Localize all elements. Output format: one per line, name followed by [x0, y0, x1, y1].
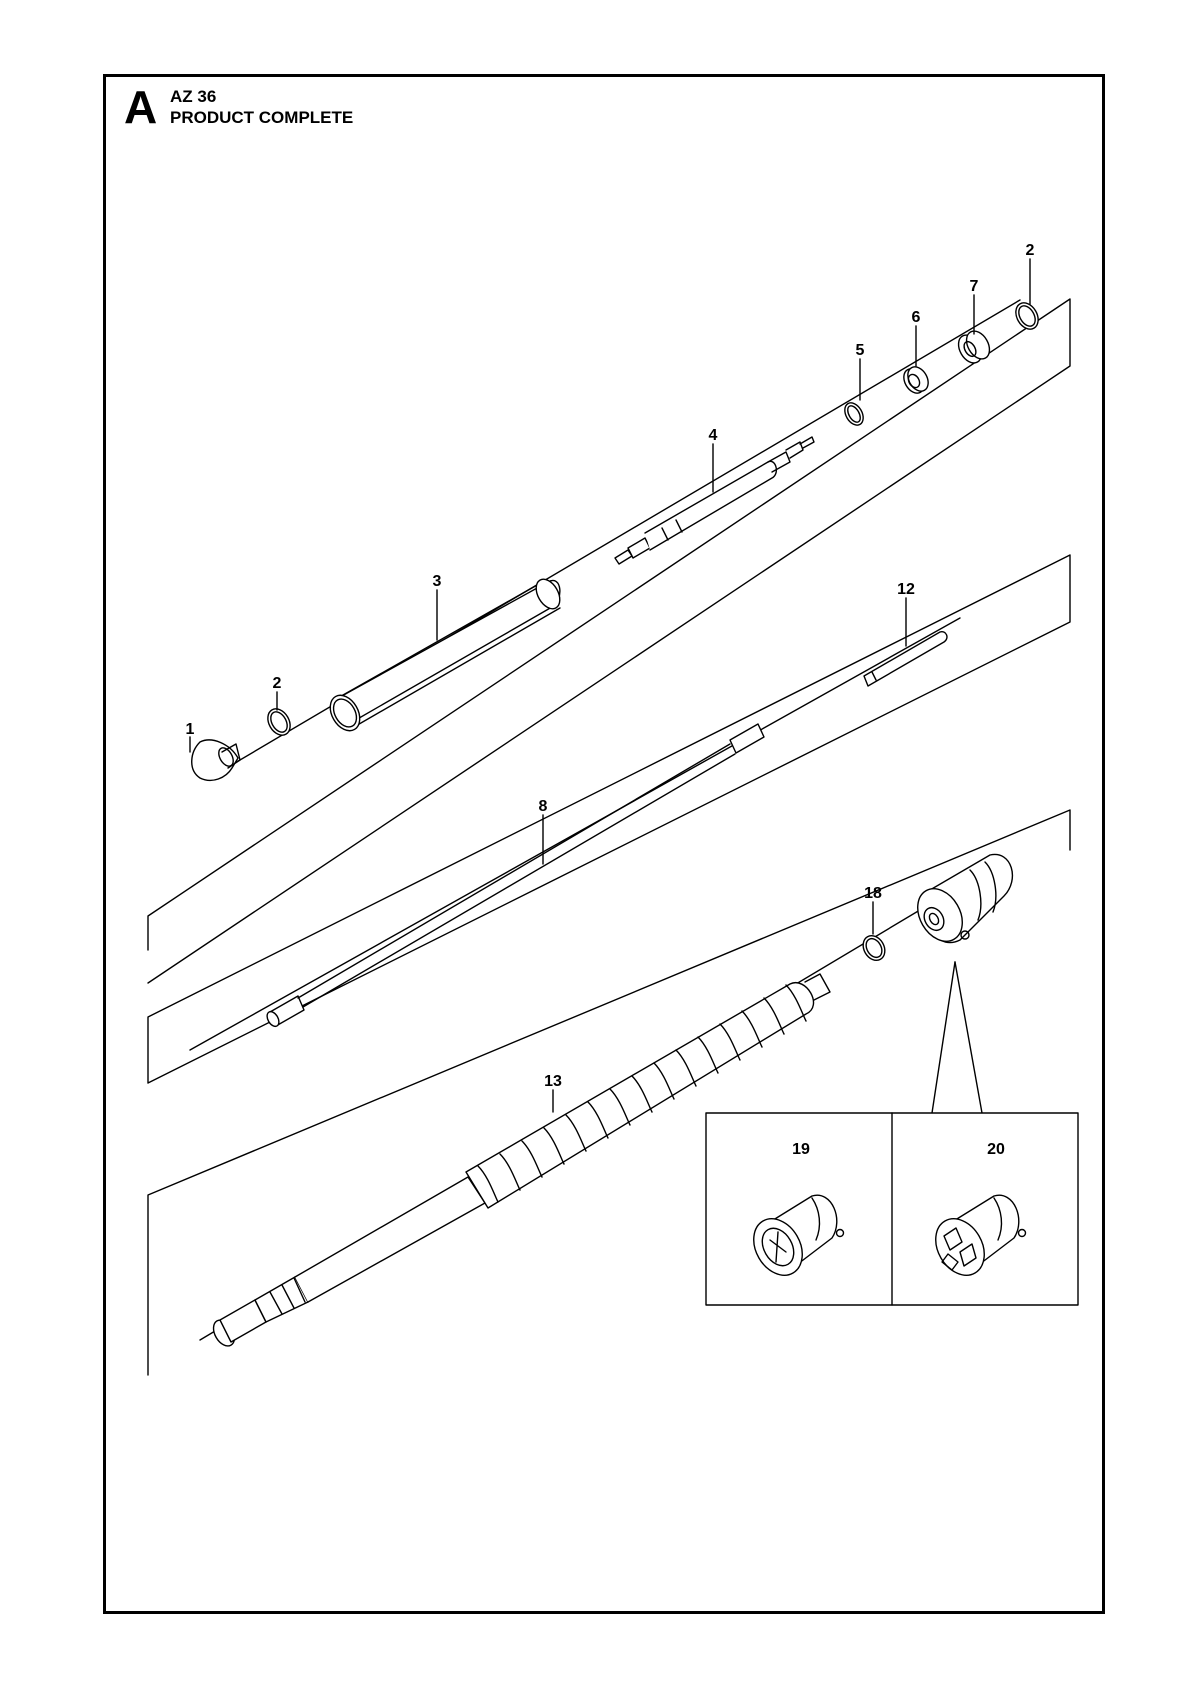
callout-4: 4 [709, 427, 718, 444]
part-5-washer [844, 402, 864, 426]
callout-8: 8 [539, 798, 548, 815]
callout-leaders [189, 258, 1031, 1113]
drawing-frame [103, 74, 1105, 1614]
callout-12: 12 [897, 581, 915, 598]
page-title: PRODUCT COMPLETE [170, 108, 354, 127]
variant-leader-lines [931, 961, 983, 1114]
callout-19: 19 [792, 1141, 810, 1158]
part-13-hose [212, 973, 831, 1347]
callout-2-lower: 2 [273, 675, 282, 692]
callout-5: 5 [856, 342, 865, 359]
variant-box [705, 1112, 1079, 1306]
middle-centerline [189, 617, 961, 1051]
model-name: AZ 36 [170, 87, 217, 106]
panel-middle [147, 554, 1071, 1084]
coupling [917, 853, 1014, 944]
callout-13: 13 [544, 1073, 562, 1090]
callout-3: 3 [433, 573, 442, 590]
part-20-coupling [935, 1194, 1027, 1276]
part-18-ring [862, 934, 886, 962]
callout-18: 18 [864, 885, 882, 902]
part-19-coupling [753, 1194, 845, 1276]
panel-upper [147, 298, 1071, 984]
part-7-bearing [957, 330, 991, 364]
part-3-tube [329, 578, 561, 732]
part-6-bearing [903, 366, 929, 394]
part-2-ring-lower [267, 708, 291, 736]
part-4-shaft [614, 436, 815, 565]
callout-20: 20 [987, 1141, 1005, 1158]
panel-lower [147, 809, 1071, 1376]
part-12-key [863, 630, 948, 687]
part-2-ring-upper [1015, 302, 1039, 330]
callout-6: 6 [912, 309, 921, 326]
callout-7: 7 [970, 278, 979, 295]
part-8-drive-shaft [266, 723, 765, 1028]
callout-1: 1 [186, 721, 195, 738]
callout-2-upper: 2 [1026, 242, 1035, 259]
section-letter: A [124, 81, 158, 133]
part-1-cap [191, 739, 241, 782]
